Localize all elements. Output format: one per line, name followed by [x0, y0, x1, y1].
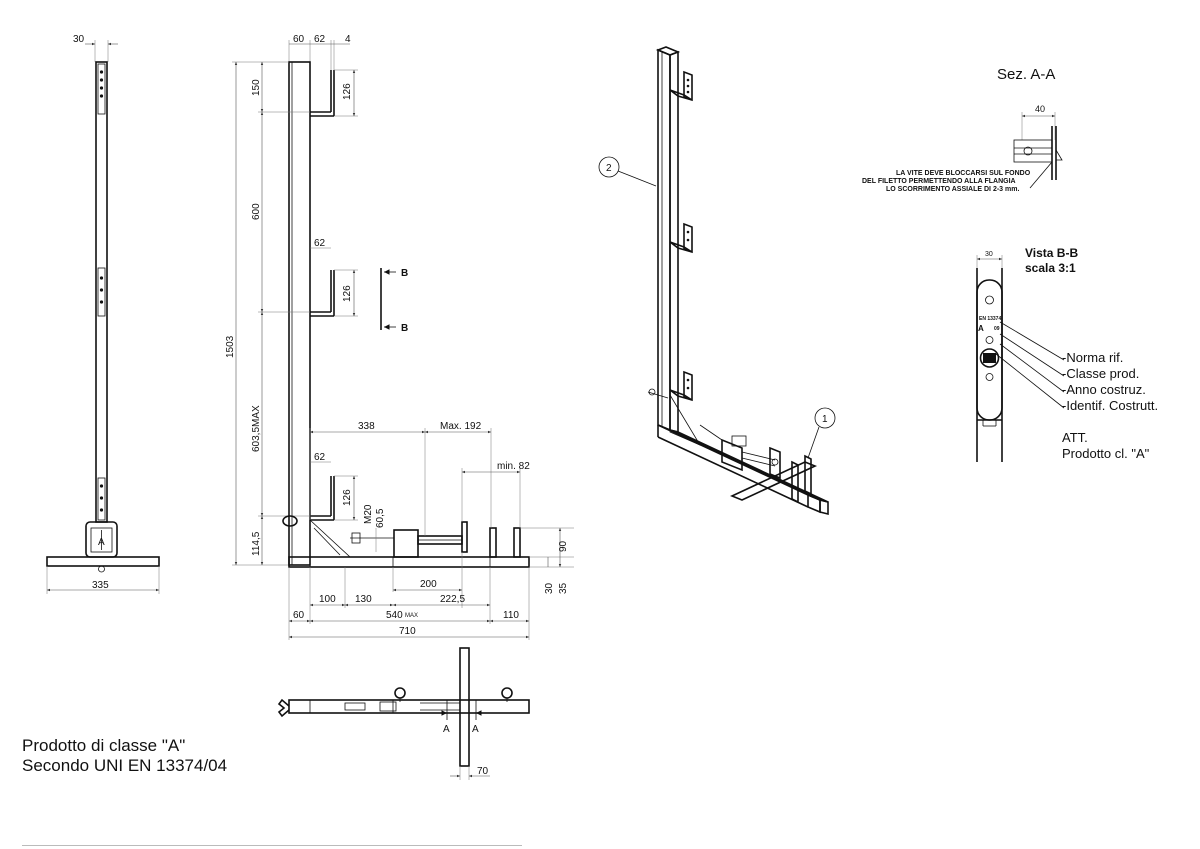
side-dim-200: 200 [420, 579, 437, 590]
side-dim-150: 150 [251, 79, 262, 96]
manufacturer-mark-icon [983, 353, 996, 363]
side-bracket3-height-dim: 126 [342, 489, 353, 506]
section-aa-title: Sez. A-A [997, 66, 1056, 83]
side-dim-540-max: MAX [405, 613, 418, 619]
iso-callout-2: 2 [606, 163, 612, 174]
section-aa-note-line3: LO SCORRIMENTO ASSIALE DI 2-3 mm. [886, 186, 1020, 193]
iso-callout-1: 1 [822, 414, 828, 425]
section-aa-note-line1: LA VITE DEVE BLOCCARSI SUL FONDO [896, 170, 1031, 177]
iso-bracket-low [669, 370, 693, 402]
view-bb-title: Vista B-B [1025, 246, 1079, 260]
class-note-line1: Prodotto di classe "A" [22, 736, 186, 755]
view-bb: 30 EN 13374 A 09 [976, 251, 1065, 462]
plate-text-class: A [978, 324, 984, 333]
view-bb-dim-30: 30 [985, 251, 993, 258]
front-view: 30 A 335 [46, 34, 160, 594]
side-dim-100: 100 [319, 594, 336, 605]
legend-classe: -Classe prod. [1062, 366, 1140, 381]
side-dim-130: 130 [355, 594, 372, 605]
iso-bracket-top [669, 70, 693, 102]
side-dim-540: 540 [386, 610, 403, 621]
side-dim-114-5: 114,5 [251, 531, 262, 556]
att-product: Prodotto cl. "A" [1062, 446, 1150, 461]
front-base-label: A [98, 537, 105, 548]
front-base-width-dim: 335 [92, 580, 109, 591]
side-dim-600: 600 [251, 203, 262, 220]
plate-text-year: 09 [994, 326, 1000, 332]
side-dim-222-5: 222,5 [440, 594, 465, 605]
side-top-dim-60: 60 [293, 34, 305, 45]
side-view: 60 62 4 126 62 126 62 1 [225, 34, 574, 640]
side-bracket3-width-dim: 62 [314, 452, 326, 463]
side-dim-60: 60 [293, 610, 305, 621]
side-dim-110: 110 [503, 610, 519, 621]
iso-bracket-mid [669, 222, 693, 254]
top-dim-70: 70 [477, 766, 489, 777]
legend-norma: -Norma rif. [1062, 350, 1124, 365]
side-dim-30: 30 [544, 582, 555, 594]
side-dim-710: 710 [399, 626, 416, 637]
side-top-dim-62: 62 [314, 34, 326, 45]
side-dim-max192: Max. 192 [440, 421, 482, 432]
section-aa-dim-40: 40 [1035, 104, 1045, 114]
isometric-view: 1 2 [598, 46, 836, 516]
class-note-line2: Secondo UNI EN 13374/04 [22, 756, 228, 775]
side-dim-603: 603,5MAX [251, 405, 262, 452]
side-dim-min82: min. 82 [497, 461, 530, 472]
side-bracket1-height-dim: 126 [342, 83, 353, 100]
side-top-dim-4: 4 [345, 34, 351, 45]
side-dim-m20: M20 [363, 504, 374, 524]
view-bb-scale: scala 3:1 [1025, 261, 1076, 275]
section-a-label-left: A [443, 724, 450, 735]
att-label: ATT. [1062, 430, 1088, 445]
front-top-width-dim: 30 [73, 34, 85, 45]
section-b-label-top: B [401, 268, 408, 279]
side-dim-90: 90 [558, 540, 569, 552]
side-dim-338: 338 [358, 421, 375, 432]
side-bracket2-height-dim: 126 [342, 285, 353, 302]
legend-anno: -Anno costruz. [1062, 382, 1146, 397]
section-a-label-right: A [472, 724, 479, 735]
side-dim-35: 35 [558, 582, 569, 594]
legend-identif: -Identif. Costrutt. [1062, 398, 1159, 413]
side-dim-1503: 1503 [225, 335, 236, 358]
side-bracket2-width-dim: 62 [314, 238, 326, 249]
section-aa: 40 [1013, 104, 1063, 189]
plate-text-norm: EN 13374 [979, 316, 1001, 322]
section-aa-note-line2: DEL FILETTO PERMETTENDO ALLA FLANGIA [862, 178, 1016, 185]
top-view: A A 70 [277, 647, 530, 780]
side-dim-60-5: 60,5 [375, 508, 386, 528]
bottom-rule [22, 845, 522, 846]
section-b-label-bottom: B [401, 323, 408, 334]
